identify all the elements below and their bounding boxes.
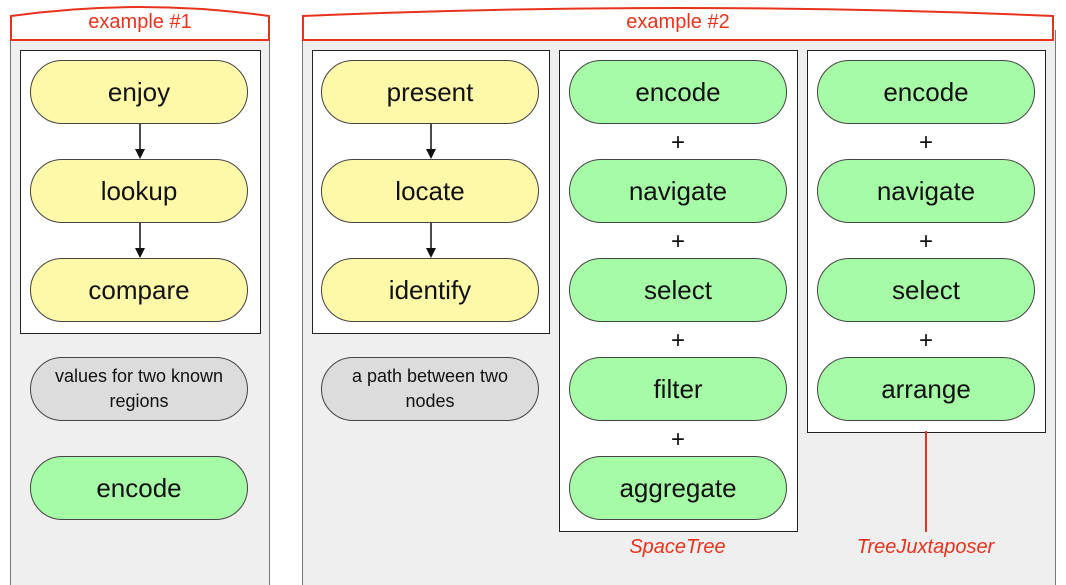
plus-sign: + — [918, 129, 933, 156]
spacetree-caption: SpaceTree — [629, 536, 726, 558]
treejuxtaposer-encode: encode — [817, 60, 1035, 124]
plus-sign: + — [670, 426, 685, 453]
spacetree-encode: encode — [569, 60, 787, 124]
step-enjoy: enjoy — [30, 60, 248, 124]
target-label: a path between two nodes — [321, 357, 539, 421]
plus-sign: + — [670, 327, 685, 354]
treejuxtaposer-navigate: navigate — [817, 159, 1035, 223]
spacetree-select: select — [569, 258, 787, 322]
step-present: present — [321, 60, 539, 124]
step-identify: identify — [321, 258, 539, 322]
encode-action: encode — [30, 456, 248, 520]
example2-title: example #2 — [626, 11, 730, 33]
treejuxtaposer-connector — [925, 431, 927, 532]
treejuxtaposer-arrange: arrange — [817, 357, 1035, 421]
treejuxtaposer-caption: TreeJuxtaposer — [856, 536, 995, 558]
spacetree-filter: filter — [569, 357, 787, 421]
plus-sign: + — [670, 129, 685, 156]
plus-sign: + — [918, 228, 933, 255]
spacetree-navigate: navigate — [569, 159, 787, 223]
plus-sign: + — [670, 228, 685, 255]
spacetree-aggregate: aggregate — [569, 456, 787, 520]
treejuxtaposer-select: select — [817, 258, 1035, 322]
step-lookup: lookup — [30, 159, 248, 223]
step-compare: compare — [30, 258, 248, 322]
plus-sign: + — [918, 327, 933, 354]
example1-title: example #1 — [88, 11, 192, 33]
step-locate: locate — [321, 159, 539, 223]
target-label: values for two known regions — [30, 357, 248, 421]
